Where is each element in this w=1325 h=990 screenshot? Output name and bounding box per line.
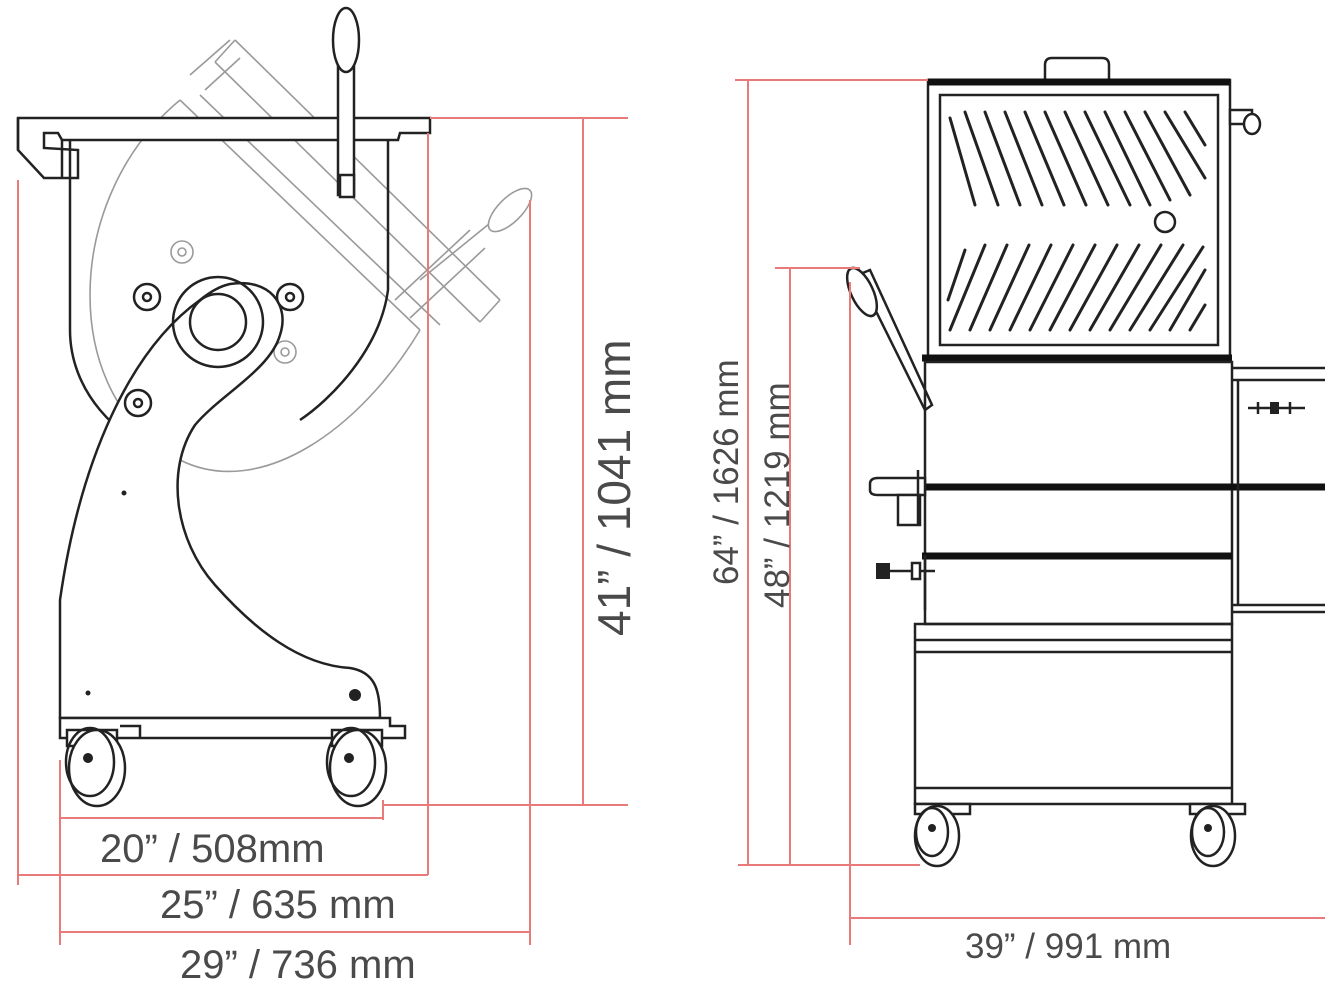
- lid-knob[interactable]: [1153, 210, 1177, 234]
- front-height-lid-label: 48” / 1219 mm: [758, 382, 797, 608]
- crank-knob[interactable]: [876, 555, 935, 610]
- upright-handle: [331, 6, 361, 199]
- side-width-inner-label: 20” / 508mm: [100, 827, 325, 871]
- front-height-total-label: 64” / 1626 mm: [707, 359, 746, 585]
- front-width-label: 39” / 991 mm: [965, 927, 1171, 966]
- front-handle[interactable]: [841, 264, 934, 412]
- lid-vent-lower: [946, 243, 1207, 332]
- front-view: [841, 56, 1325, 868]
- tub-rim: [16, 116, 432, 180]
- control-panel: [1232, 366, 1325, 614]
- base-plate: [58, 716, 407, 740]
- front-dimension-lines: [735, 79, 1325, 945]
- side-view: [16, 6, 533, 808]
- caster-left[interactable]: [64, 726, 127, 808]
- side-bracket[interactable]: [868, 470, 927, 527]
- front-caster-left[interactable]: [913, 802, 972, 868]
- lid-vent-upper: [948, 110, 1207, 207]
- pivot-hub-inner: [188, 292, 248, 352]
- tub-front: [923, 360, 1234, 626]
- side-height-label: 41” / 1041 mm: [588, 339, 640, 636]
- lid-latch[interactable]: [1228, 108, 1262, 136]
- pivot-hub-outer: [171, 275, 265, 369]
- side-width-mid-label: 25” / 635 mm: [160, 883, 396, 927]
- bolts: [85, 282, 361, 701]
- side-dimension-lines: [17, 117, 628, 945]
- curved-frame[interactable]: [58, 281, 382, 720]
- caster-right[interactable]: [325, 726, 388, 808]
- base-cabinet: [913, 622, 1234, 806]
- side-width-outer-label: 29” / 736 mm: [180, 943, 416, 987]
- front-caster-right[interactable]: [1188, 802, 1247, 868]
- lid-handle[interactable]: [1043, 56, 1111, 80]
